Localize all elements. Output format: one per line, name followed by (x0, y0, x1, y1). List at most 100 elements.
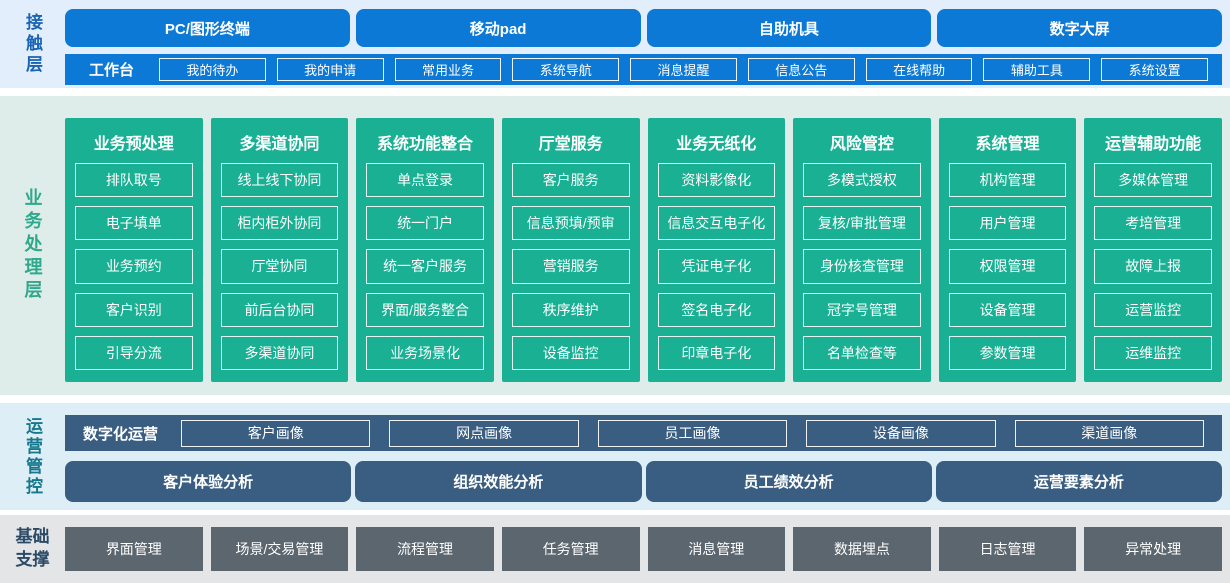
workbench-item[interactable]: 在线帮助 (865, 58, 973, 81)
business-item[interactable]: 考培管理 (1094, 206, 1212, 241)
digital-operations-item[interactable]: 渠道画像 (1014, 419, 1204, 447)
business-item[interactable]: 统一客户服务 (366, 249, 484, 284)
business-item[interactable]: 信息交互电子化 (657, 206, 776, 241)
business-item[interactable]: 印章电子化 (657, 335, 776, 371)
operations-content: 数字化运营 客户画像 网点画像 员工画像 设备画像 渠道画像 客户体验分析 (65, 403, 1230, 510)
business-item[interactable]: 营销服务 (511, 249, 630, 284)
business-item[interactable]: 复核/审批管理 (803, 206, 921, 241)
workbench-item[interactable]: 系统导航 (512, 58, 620, 81)
foundation-item[interactable]: 界面管理 (65, 527, 203, 571)
foundation-item[interactable]: 任务管理 (501, 527, 640, 571)
business-column-title: 业务无纸化 (676, 136, 757, 153)
analysis-box[interactable]: 客户体验分析 (65, 461, 352, 502)
business-item[interactable]: 运维监控 (1094, 335, 1212, 371)
digital-operations-item[interactable]: 客户画像 (181, 419, 371, 447)
workbench-item[interactable]: 我的申请 (276, 58, 384, 81)
operations-label-col: 运营管控 (0, 403, 65, 510)
channel-box[interactable]: 移动pad (355, 9, 641, 47)
channel-box[interactable]: 数字大屏 (937, 9, 1222, 47)
business-item[interactable]: 单点登录 (366, 163, 484, 198)
business-item[interactable]: 运营监控 (1094, 292, 1212, 327)
business-column: 系统管理 机构管理 用户管理 权限管理 (938, 118, 1077, 382)
business-item[interactable]: 业务场景化 (366, 335, 484, 371)
business-column: 业务预处理 排队取号 电子填单 业务预约 (65, 118, 203, 382)
analysis-box[interactable]: 组织效能分析 (355, 461, 642, 502)
business-item[interactable]: 界面/服务整合 (366, 292, 484, 327)
business-column: 风险管控 多模式授权 复核/审批管理 身份核查管理 (793, 118, 931, 382)
business-layer-label: 业务处理层 (22, 188, 43, 303)
business-layer-content: 业务预处理 排队取号 电子填单 业务预约 (65, 96, 1230, 395)
contact-layer-content: PC/图形终端 移动pad 自助机具 数字大屏 工作台 我的待办 我的申请 常用… (65, 0, 1230, 88)
business-column-items: 多媒体管理 考培管理 故障上报 运营监控 运维监控 (1094, 163, 1212, 371)
business-column-title: 系统管理 (975, 136, 1040, 153)
business-column-items: 资料影像化 信息交互电子化 凭证电子化 签名电子化 印章电子化 (657, 163, 776, 371)
business-item[interactable]: 冠字号管理 (803, 292, 921, 327)
business-item[interactable]: 设备监控 (511, 335, 630, 371)
business-item[interactable]: 客户服务 (511, 163, 630, 198)
business-item[interactable]: 身份核查管理 (803, 249, 921, 284)
business-item[interactable]: 权限管理 (948, 249, 1067, 284)
business-item[interactable]: 前后台协同 (220, 292, 339, 327)
business-item[interactable]: 多渠道协同 (220, 335, 339, 371)
contact-layer-band: 接触层 PC/图形终端 移动pad 自助机具 数字大屏 工作台 我的待办 (0, 0, 1230, 88)
channel-box[interactable]: PC/图形终端 (65, 9, 350, 47)
workbench-bar: 工作台 我的待办 我的申请 常用业务 系统导航 消息提醒 信息公告 在线帮助 (65, 54, 1222, 85)
workbench-item[interactable]: 信息公告 (747, 58, 855, 81)
business-item[interactable]: 签名电子化 (657, 292, 776, 327)
business-item[interactable]: 信息预填/预审 (511, 206, 630, 241)
business-column-title: 风险管控 (829, 136, 894, 153)
business-item[interactable]: 统一门户 (366, 206, 484, 241)
business-layer-band: 业务处理层 业务预处理 排队取号 电子填单 (0, 96, 1230, 395)
business-item[interactable]: 凭证电子化 (657, 249, 776, 284)
analysis-box[interactable]: 运营要素分析 (935, 461, 1222, 502)
foundation-item[interactable]: 场景/交易管理 (210, 527, 349, 571)
business-column-items: 机构管理 用户管理 权限管理 设备管理 参数管理 (948, 163, 1067, 371)
digital-operations-item[interactable]: 员工画像 (597, 419, 788, 447)
business-item[interactable]: 用户管理 (948, 206, 1067, 241)
business-column: 业务无纸化 资料影像化 信息交互电子化 凭证电子化 (647, 118, 786, 382)
channel-box[interactable]: 自助机具 (646, 9, 932, 47)
analysis-box[interactable]: 员工绩效分析 (645, 461, 932, 502)
workbench-item[interactable]: 消息提醒 (630, 58, 737, 81)
business-item[interactable]: 秩序维护 (511, 292, 630, 327)
operations-label: 运营管控 (23, 416, 42, 497)
foundation-item[interactable]: 流程管理 (356, 527, 494, 571)
business-item[interactable]: 业务预约 (75, 249, 193, 284)
business-item[interactable]: 机构管理 (948, 163, 1067, 198)
business-column-title: 系统功能整合 (377, 136, 474, 153)
business-item[interactable]: 厅堂协同 (220, 249, 339, 284)
business-item[interactable]: 电子填单 (75, 206, 193, 241)
digital-operations-item[interactable]: 网点画像 (389, 419, 579, 447)
business-column-title: 多渠道协同 (239, 136, 320, 153)
business-item[interactable]: 参数管理 (948, 335, 1067, 371)
business-item[interactable]: 多模式授权 (803, 163, 921, 198)
business-item[interactable]: 柜内柜外协同 (220, 206, 339, 241)
business-item[interactable]: 故障上报 (1094, 249, 1212, 284)
business-item[interactable]: 引导分流 (75, 335, 193, 371)
workbench-item[interactable]: 我的待办 (159, 58, 266, 81)
business-columns: 业务预处理 排队取号 电子填单 业务预约 (65, 118, 1222, 382)
foundation-item[interactable]: 数据埋点 (793, 527, 931, 571)
foundation-item[interactable]: 日志管理 (938, 527, 1077, 571)
foundation-item[interactable]: 消息管理 (647, 527, 786, 571)
digital-operations-item[interactable]: 设备画像 (806, 419, 996, 447)
business-column-items: 单点登录 统一门户 统一客户服务 界面/服务整合 业务场景化 (366, 163, 484, 371)
business-column-title: 运营辅助功能 (1105, 136, 1202, 153)
foundation-content: 界面管理 场景/交易管理 流程管理 任务管理 消息管理 数据埋点 日志管理 异常… (65, 515, 1230, 583)
business-item[interactable]: 名单检查等 (803, 335, 921, 371)
business-column-title: 业务预处理 (93, 136, 174, 153)
workbench-item[interactable]: 辅助工具 (983, 58, 1091, 81)
foundation-item[interactable]: 异常处理 (1084, 527, 1222, 571)
business-item[interactable]: 资料影像化 (657, 163, 776, 198)
workbench-item[interactable]: 系统设置 (1101, 58, 1209, 81)
channel-row: PC/图形终端 移动pad 自助机具 数字大屏 (65, 9, 1222, 47)
business-column-items: 排队取号 电子填单 业务预约 客户识别 引导分流 (75, 163, 193, 371)
business-column-items: 线上线下协同 柜内柜外协同 厅堂协同 前后台协同 多渠道协同 (220, 163, 339, 371)
business-item[interactable]: 排队取号 (75, 163, 193, 198)
foundation-band: 基础支撑 界面管理 场景/交易管理 流程管理 任务管理 消息管理 数据埋点 日志… (0, 515, 1230, 583)
workbench-item[interactable]: 常用业务 (394, 58, 502, 81)
business-item[interactable]: 客户识别 (75, 292, 193, 327)
business-item[interactable]: 设备管理 (948, 292, 1067, 327)
business-item[interactable]: 线上线下协同 (220, 163, 339, 198)
business-item[interactable]: 多媒体管理 (1094, 163, 1212, 198)
